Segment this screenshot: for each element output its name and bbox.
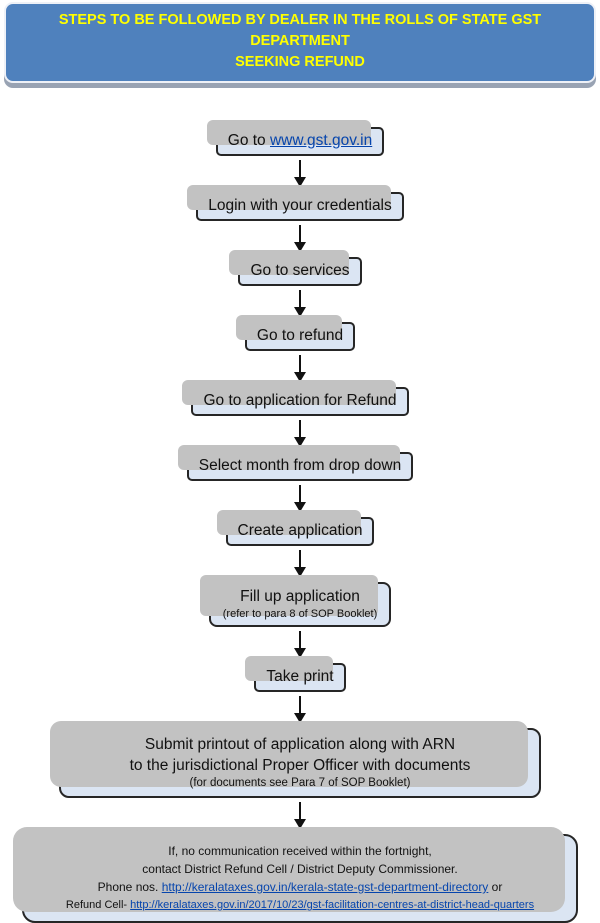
flow-down-arrow xyxy=(294,802,306,829)
step-8-fill-application: Fill up application (refer to para 8 of … xyxy=(199,575,392,627)
arrow-head-icon xyxy=(294,502,306,512)
footer-line2: contact District Refund Cell / District … xyxy=(142,862,458,876)
flow-down-arrow xyxy=(294,550,306,577)
step-3-label: Go to services xyxy=(250,262,350,279)
step-6-select-month: Select month from drop down xyxy=(177,445,414,481)
arrow-shaft xyxy=(299,160,301,177)
step-6-label: Select month from drop down xyxy=(198,457,402,474)
arrow-head-icon xyxy=(294,648,306,658)
footer-refund-line: Refund Cell- http://keralataxes.gov.in/2… xyxy=(26,896,574,914)
step-8-label: Fill up application xyxy=(240,588,360,605)
step-2-login: Login with your credentials xyxy=(187,185,404,221)
page-title-line2: SEEKING REFUND xyxy=(235,54,365,70)
step-9-label: Take print xyxy=(266,668,334,685)
arrow-shaft xyxy=(299,631,301,648)
arrow-shaft xyxy=(299,802,301,819)
flow-down-arrow xyxy=(294,485,306,512)
arrow-shaft xyxy=(299,225,301,242)
gst-portal-link[interactable]: www.gst.gov.in xyxy=(269,132,373,149)
arrow-head-icon xyxy=(294,567,306,577)
step-4-go-to-refund: Go to refund xyxy=(235,315,356,351)
step-2-label: Login with your credentials xyxy=(208,197,392,214)
arrow-head-icon xyxy=(294,242,306,252)
arrow-shaft xyxy=(299,696,301,713)
flow-down-arrow xyxy=(294,696,306,723)
arrow-shaft xyxy=(299,550,301,567)
footer-phone-suffix: or xyxy=(488,880,503,894)
arrow-shaft xyxy=(299,355,301,372)
step-7-label: Create application xyxy=(237,522,363,539)
footer-line1: If, no communication received within the… xyxy=(168,844,432,858)
facilitation-centres-link[interactable]: http://keralataxes.gov.in/2017/10/23/gst… xyxy=(130,899,535,911)
arrow-head-icon xyxy=(294,819,306,829)
footer-phone-line: Phone nos. http://keralataxes.gov.in/ker… xyxy=(26,878,574,896)
department-directory-link[interactable]: http://keralataxes.gov.in/kerala-state-g… xyxy=(161,880,489,894)
step-8-note: (refer to para 8 of SOP Booklet) xyxy=(222,608,378,620)
flow-down-arrow xyxy=(294,355,306,382)
arrow-head-icon xyxy=(294,437,306,447)
flow-down-arrow xyxy=(294,225,306,252)
step-10-line1: Submit printout of application along wit… xyxy=(144,736,456,753)
step-4-label: Go to refund xyxy=(256,327,344,344)
flow-down-arrow xyxy=(294,420,306,447)
step-10-submit-printout: Submit printout of application along wit… xyxy=(50,721,541,798)
step-3-go-to-services: Go to services xyxy=(229,250,362,286)
page-title-line1: STEPS TO BE FOLLOWED BY DEALER IN THE RO… xyxy=(58,12,542,49)
arrow-shaft xyxy=(299,485,301,502)
footer-refund-prefix: Refund Cell- xyxy=(65,899,131,911)
flowchart: Go to www.gst.gov.in Login with your cre… xyxy=(0,120,600,923)
step-1-go-to-website: Go to www.gst.gov.in xyxy=(206,120,385,156)
step-7-create-application: Create application xyxy=(216,510,375,546)
flow-down-arrow xyxy=(294,290,306,317)
flow-down-arrow xyxy=(294,160,306,187)
arrow-shaft xyxy=(299,420,301,437)
step-5-label: Go to application for Refund xyxy=(203,392,397,409)
step-5-application-for-refund: Go to application for Refund xyxy=(182,380,409,416)
arrow-head-icon xyxy=(294,307,306,317)
arrow-head-icon xyxy=(294,372,306,382)
step-10-note: (for documents see Para 7 of SOP Booklet… xyxy=(189,777,411,789)
footer-phone-prefix: Phone nos. xyxy=(97,880,162,894)
step-10-line2: to the jurisdictional Proper Officer wit… xyxy=(129,757,471,774)
step-1-text: Go to xyxy=(227,132,270,149)
arrow-shaft xyxy=(299,290,301,307)
step-9-take-print: Take print xyxy=(245,656,346,692)
footer-contact-box: If, no communication received within the… xyxy=(13,827,578,923)
page-title-banner: STEPS TO BE FOLLOWED BY DEALER IN THE RO… xyxy=(4,2,596,83)
arrow-head-icon xyxy=(294,713,306,723)
arrow-head-icon xyxy=(294,177,306,187)
flow-down-arrow xyxy=(294,631,306,658)
